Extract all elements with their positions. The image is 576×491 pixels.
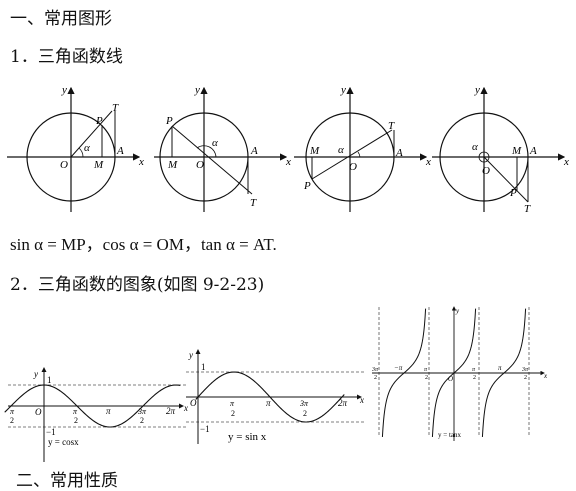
tangent-graph: y x O −π π 3π 2 π 2 π 2 3π 2 y = tanx [371,306,548,441]
point-a-label: A [529,145,537,157]
angle-alpha-label: α [84,142,90,154]
y-axis-label: y [188,350,193,360]
x-tick-half-pi-den: 2 [473,375,476,381]
x-tick-neg-half-pi-den: 2 [425,375,428,381]
unit-circle-quadrant-4-diagram: y x O M P T A α [432,84,569,215]
y-tick-one: 1 [47,375,52,385]
y-axis-label: y [455,307,460,315]
sine-graph: y x 1 −1 O π 2 π 3π 2 2π y = sin x [186,349,364,444]
x-tick-three-half-pi-num: 3π [521,367,529,373]
angle-alpha-label: α [212,137,218,149]
point-p-label: P [303,180,311,192]
point-p-label: P [95,115,103,127]
x-axis-label: x [285,156,291,168]
x-tick-half-pi-num: π [472,367,476,373]
x-axis-label: x [563,156,569,168]
tangent-branch-center [431,308,477,438]
y-axis-label: y [61,84,67,96]
point-p-label: P [509,187,517,199]
point-t-label: T [112,102,119,114]
x-tick-neg-half-pi-den: 2 [10,416,14,425]
angle-alpha-label: α [338,144,344,156]
y-tick-neg-one: −1 [46,427,56,437]
tangent-branch-right [481,308,527,438]
point-m-label: M [93,159,104,171]
angle-alpha-label: α [472,141,478,153]
x-tick-neg-half-pi-num: π [10,407,15,416]
section-heading-common-properties: 二、常用性质 [16,471,118,491]
sine-caption: y = sin x [228,431,267,443]
origin-label: O [35,407,42,417]
y-tick-neg-one: −1 [200,424,210,434]
origin-label: O [190,398,197,408]
point-a-label: A [116,145,124,157]
origin-label: O [349,161,357,173]
x-tick-half-pi-den: 2 [74,416,78,425]
x-tick-two-pi: 2π [338,398,348,408]
unit-circle-quadrant-1-diagram: y x O M P T A α [7,84,144,212]
unit-circle-quadrant-3-diagram: y x O M P T A α [294,84,431,212]
point-m-label: M [309,145,320,157]
cosine-caption: y = cosx [48,437,79,447]
x-tick-two-pi: 2π [166,406,176,416]
y-axis-label: y [340,84,346,96]
x-axis-label: x [183,403,188,413]
tangent-caption: y = tanx [438,431,461,439]
point-a-label: A [250,145,258,157]
x-tick-neg-three-half-pi-den: 2 [374,375,377,381]
x-tick-three-half-pi-num: 3π [299,399,309,408]
sine-curve [195,371,345,423]
section-heading-common-figures: 一、常用图形 [10,9,112,29]
y-axis-label: y [474,84,480,96]
point-a-label: A [395,147,403,159]
x-tick-pi: π [498,364,502,372]
x-tick-neg-three-half-pi-num: 3π [371,367,379,373]
x-axis-label: x [543,372,548,380]
y-tick-one: 1 [201,362,206,372]
cosine-graph: y x 1 −1 O π π 2 3π 2 2π π 2 y = cosx [4,367,188,462]
y-axis-label: y [194,84,200,96]
y-axis-label: y [33,369,38,379]
point-m-label: M [511,145,522,157]
point-m-label: M [167,159,178,171]
x-axis-label: x [138,156,144,168]
subsection-heading-trig-lines: 1．三角函数线 [10,47,123,67]
x-axis-label: x [425,156,431,168]
trig-line-formula: sin α = MP，cos α = OM，tan α = AT. [10,235,277,254]
point-p-label: P [165,115,173,127]
x-tick-half-pi-den: 2 [231,409,235,418]
x-tick-three-half-pi-den: 2 [303,409,307,418]
x-tick-pi: π [266,398,271,408]
x-tick-three-half-pi-num: 3π [137,407,147,416]
origin-label: O [482,165,490,177]
x-tick-neg-half-pi-num: π [424,367,428,373]
origin-label: O [60,159,68,171]
cosine-curve [4,384,181,428]
x-axis-label: x [359,395,364,405]
x-tick-half-pi-num: π [73,407,78,416]
x-tick-neg-pi: −π [394,364,403,372]
tangent-branch-left [381,308,427,438]
origin-label: O [448,375,453,383]
origin-label: O [196,159,204,171]
x-tick-pi: π [106,406,111,416]
x-tick-three-half-pi-den: 2 [524,375,527,381]
point-t-label: T [388,120,395,132]
subsection-heading-trig-graphs: 2．三角函数的图象(如图 9-2-23) [10,275,265,295]
point-t-label: T [250,197,257,209]
x-tick-half-pi-num: π [230,399,235,408]
point-t-label: T [524,203,531,215]
unit-circle-quadrant-2-diagram: y x O M P T A α [154,84,291,212]
x-tick-three-half-pi-den: 2 [140,416,144,425]
